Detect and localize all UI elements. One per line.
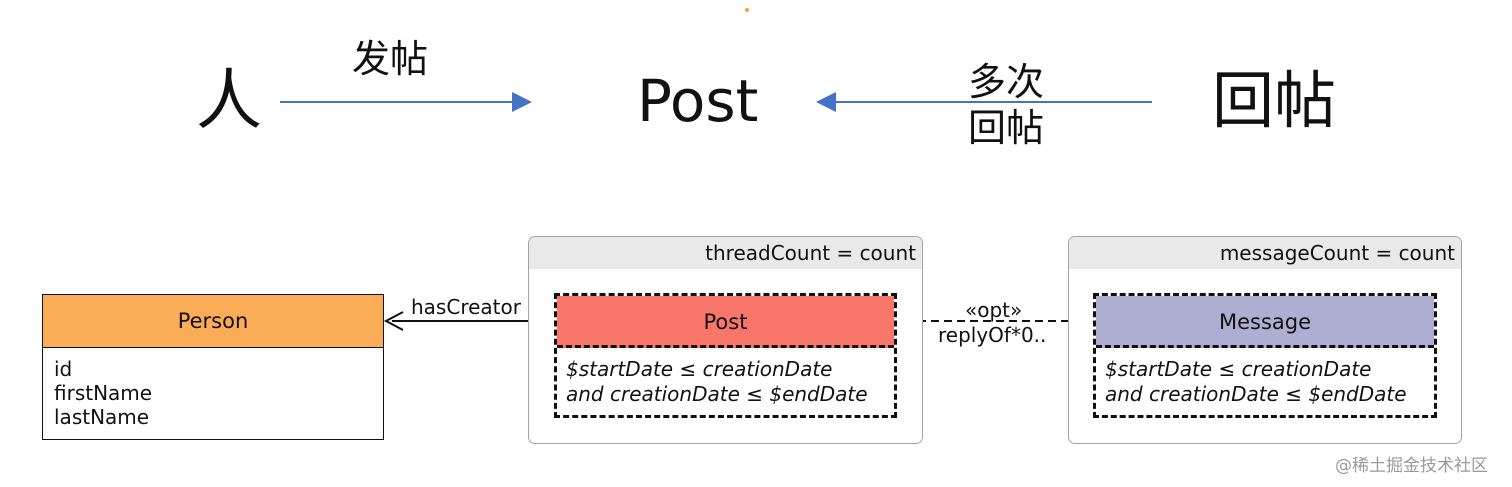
message-condition: $startDate ≤ creationDate and creationDa… <box>1096 348 1434 407</box>
post-entity[interactable]: Post $startDate ≤ creationDate and creat… <box>554 293 897 418</box>
post-condition-line1: $startDate ≤ creationDate <box>566 357 833 381</box>
multi-reply-label-line1: 多次 <box>968 60 1045 104</box>
reply-of-label: replyOf*0.. <box>938 323 1047 347</box>
message-count-header: messageCount = count <box>1069 237 1461 269</box>
reply-opt-label: «opt» <box>965 298 1023 322</box>
multi-reply-label: 多次 回帖 <box>968 60 1044 151</box>
post-concept-label: Post <box>637 67 759 135</box>
message-entity[interactable]: Message $startDate ≤ creationDate and cr… <box>1093 293 1437 418</box>
multi-reply-label-line2: 回帖 <box>968 105 1045 150</box>
message-condition-line1: $startDate ≤ creationDate <box>1105 357 1372 381</box>
reply-concept-label: 回帖 <box>1212 64 1337 137</box>
post-condition-line2: and creationDate ≤ $endDate <box>566 382 868 406</box>
post-condition: $startDate ≤ creationDate and creationDa… <box>557 348 894 407</box>
person-attr-id: id <box>54 357 73 381</box>
orange-dot-mark <box>745 8 749 12</box>
person-concept-label: 人 <box>196 62 262 139</box>
thread-count-header: threadCount = count <box>529 237 922 269</box>
publish-arrow-head <box>512 92 532 112</box>
person-entity-title: Person <box>43 295 383 348</box>
watermark: @稀土掘金技术社区 <box>1335 456 1488 476</box>
reply-arrow-head <box>816 92 836 112</box>
publish-label: 发帖 <box>352 37 429 81</box>
person-attr-first-name: firstName <box>54 381 153 405</box>
post-entity-title: Post <box>557 296 894 348</box>
has-creator-arrow-head <box>383 311 404 331</box>
has-creator-label: hasCreator <box>411 295 521 319</box>
person-attributes: id firstName lastName <box>43 348 383 429</box>
person-entity[interactable]: Person id firstName lastName <box>42 294 384 440</box>
person-attr-last-name: lastName <box>54 405 150 429</box>
message-condition-line2: and creationDate ≤ $endDate <box>1105 382 1407 406</box>
message-entity-title: Message <box>1096 296 1434 348</box>
